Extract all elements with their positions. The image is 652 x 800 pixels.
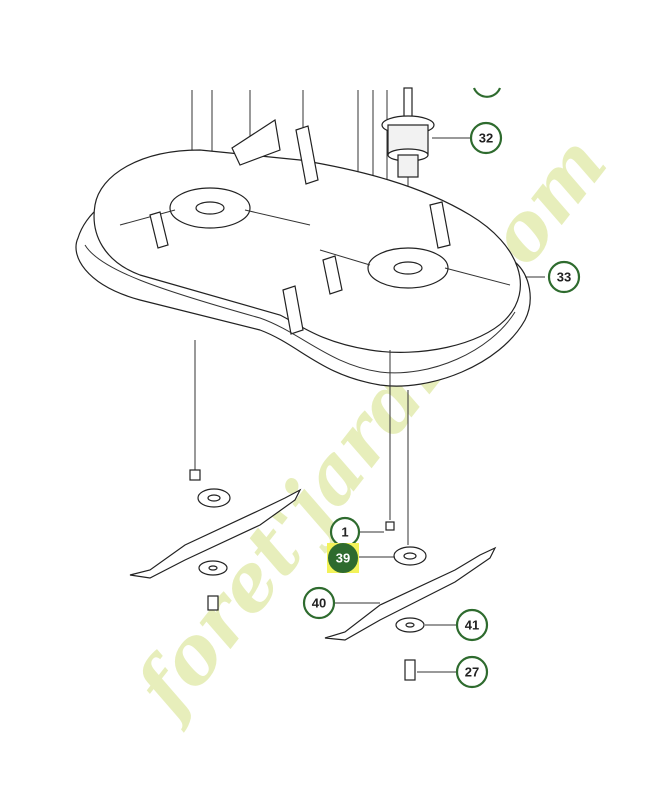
- callout-partial-top: [472, 87, 502, 98]
- cutting-deck: [75, 118, 531, 387]
- callout-27-label: 27: [465, 665, 479, 680]
- left-blade-assembly: [129, 469, 302, 611]
- callout-33: 33: [547, 260, 581, 294]
- right-blade-assembly: [324, 521, 497, 681]
- callout-40: 40: [302, 586, 336, 620]
- callout-33-label: 33: [557, 270, 571, 285]
- spindle-assembly: [381, 87, 470, 178]
- callout-39-label: 39: [336, 551, 350, 566]
- callout-leaders: [335, 276, 545, 673]
- callout-27: 27: [455, 655, 489, 689]
- callout-32-label: 32: [479, 131, 493, 146]
- callout-1: 1: [329, 516, 361, 548]
- callout-1-label: 1: [341, 525, 348, 540]
- callout-39-highlighted: 39: [327, 543, 359, 573]
- callout-41: 41: [455, 608, 489, 642]
- leader-lines-bottom: [194, 340, 409, 545]
- callout-41-label: 41: [465, 618, 479, 633]
- callout-32: 32: [469, 121, 503, 155]
- callout-40-label: 40: [312, 596, 326, 611]
